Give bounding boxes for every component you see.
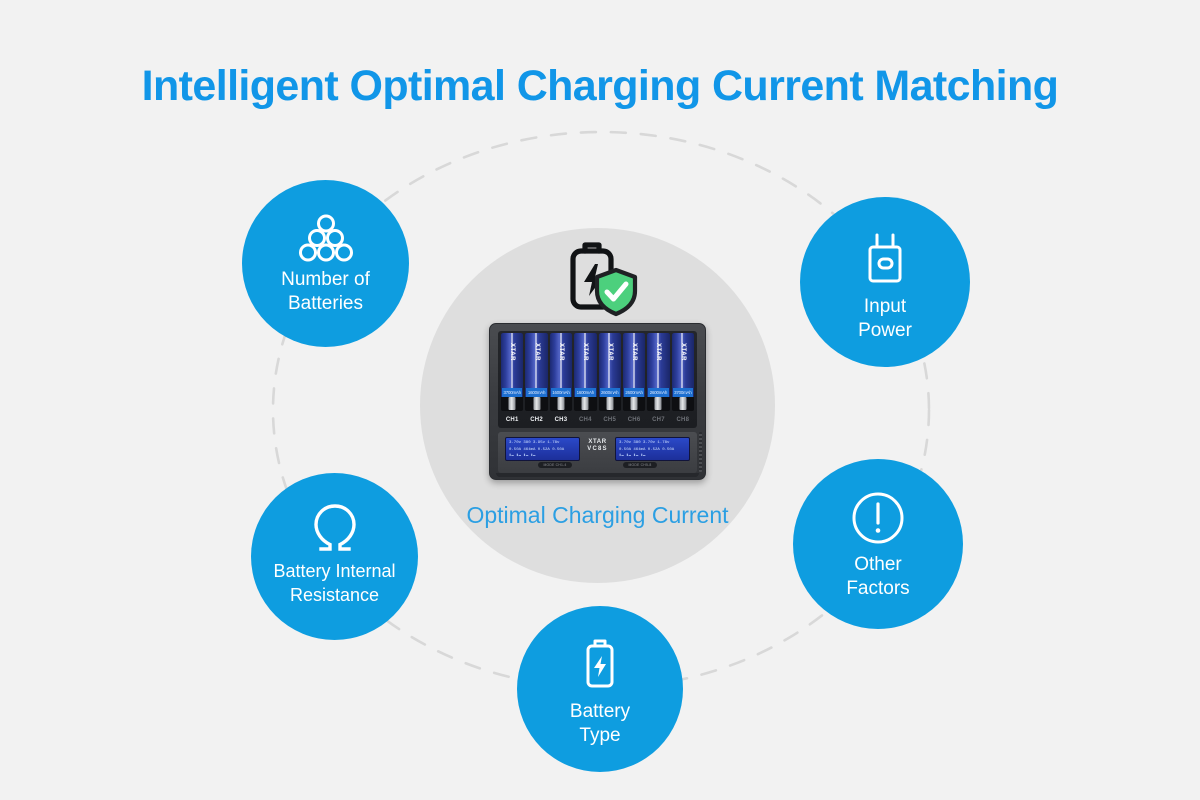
battery-stack-circles-icon [298, 214, 353, 262]
cell-terminal [606, 397, 614, 410]
channel-label-ch2: CH2 [530, 416, 543, 423]
factor-label-other-factors: Other Factors [846, 554, 910, 599]
ohm-symbol-icon [313, 504, 356, 551]
charger-vents [699, 432, 702, 472]
cell-capacity-label: 3700mAh [502, 388, 523, 397]
cell-brand: XTAR [582, 343, 589, 361]
cell-capacity-label: 2600mAh [648, 388, 669, 397]
page-title: Intelligent Optimal Charging Current Mat… [141, 62, 1059, 110]
battery-cell-ch1: XTAR 3700mAh [501, 333, 524, 411]
lcd-left-row2: 0.50A 464mA 0.52A 0.50A [509, 448, 565, 452]
cell-highlight [657, 333, 660, 397]
cell-highlight [510, 333, 513, 397]
device-brand-line2: VC8S [587, 446, 608, 452]
cell-capacity-label: 3700mAh [672, 388, 693, 397]
factor-other-factors[interactable]: Other Factors [793, 459, 963, 629]
channel-label-ch1: CH1 [505, 416, 519, 423]
lcd-left-bars: ▮▬ ▮▬ ▮▬ ▮▬ [509, 454, 536, 458]
cell-brand: XTAR [655, 343, 662, 361]
lcd-right-row1: 3.70v 380 3.70v 1.78v [619, 441, 670, 445]
cell-terminal [508, 397, 516, 410]
battery-bolt-icon [586, 639, 614, 688]
battery-shield-check-icon [570, 242, 638, 317]
channel-label-row: CH1 CH2 CH3 CH4 CH5 CH6 CH7 CH8 [501, 413, 694, 426]
channel-label-ch5: CH5 [603, 416, 616, 423]
cell-terminal [679, 397, 687, 410]
mode-button-ch1-4[interactable]: MODE CH1-4 [538, 462, 572, 468]
lcd-display-right: 3.70v 380 3.70v 1.78v 0.50A 464mA 0.52A … [615, 437, 690, 461]
charger-base [496, 473, 699, 477]
center-caption: Optimal Charging Current [466, 502, 729, 528]
cell-terminal [557, 397, 565, 410]
charger-battery-bay: XTAR 3700mAh XTAR 1600mAh XTAR 1600mAh XTAR 160… [498, 331, 697, 428]
cell-capacity-label: 2600mAh [623, 388, 645, 397]
cell-capacity-label: 1600mAh [526, 388, 547, 397]
cell-brand: XTAR [631, 343, 638, 361]
battery-cell-ch7: XTAR 2600mAh [647, 333, 670, 411]
mode-button-ch5-8[interactable]: MODE CH5-8 [623, 462, 657, 468]
lcd-left-row1: 3.70v 380 3.95v 1.78v [509, 441, 560, 445]
lcd-right-bars: ▮▬ ▮▬ ▮▬ ▮▬ [619, 454, 646, 458]
cell-terminal [581, 397, 589, 410]
cell-highlight [608, 333, 611, 397]
factor-label-battery-type: Battery Type [569, 701, 631, 746]
channel-label-ch7: CH7 [652, 416, 665, 423]
cell-highlight [632, 333, 635, 397]
factor-input-power[interactable]: Input Power [800, 197, 970, 367]
factor-battery-type[interactable]: Battery Type [517, 606, 683, 772]
channel-label-ch4: CH4 [579, 416, 592, 423]
factor-label-input-power: Input Power [858, 296, 912, 341]
device-brand-line1: XTAR [588, 439, 607, 445]
cell-capacity-label: 1600mAh [550, 388, 572, 397]
channel-label-ch3: CH3 [554, 416, 568, 423]
cell-highlight [681, 333, 684, 397]
cell-terminal [533, 397, 541, 410]
battery-cell-ch8: XTAR 3700mAh [671, 333, 694, 411]
cell-brand: XTAR [533, 343, 540, 361]
factor-label-number-of-batteries: Number of Batteries [281, 269, 370, 314]
cell-highlight [559, 333, 562, 397]
factor-label-battery-internal-resistance: Battery Internal Resistance [273, 561, 396, 605]
cell-highlight [535, 333, 538, 397]
battery-cell-ch4: XTAR 1600mAh [574, 333, 597, 411]
cell-highlight [583, 333, 586, 397]
factor-number-of-batteries[interactable]: Number of Batteries [242, 180, 409, 347]
cell-brand: XTAR [679, 343, 686, 361]
battery-cell-ch2: XTAR 1600mAh [525, 333, 548, 411]
cell-terminal [630, 397, 638, 410]
battery-cell-ch3: XTAR 1600mAh [549, 333, 573, 411]
cell-brand: XTAR [509, 343, 516, 361]
cell-brand: XTAR [606, 343, 613, 361]
cell-brand: XTAR [557, 343, 564, 361]
power-adapter-plug-icon [868, 233, 902, 283]
factor-battery-internal-resistance[interactable]: Battery Internal Resistance [251, 473, 418, 640]
channel-label-ch8: CH8 [676, 416, 690, 423]
battery-cell-ch5: XTAR 2600mAh [598, 333, 621, 411]
device-brand: XTAR VC8S [587, 439, 607, 452]
cell-terminal [654, 397, 662, 410]
cell-capacity-label: 1600mAh [575, 388, 596, 397]
exclamation-circle-icon [852, 492, 904, 544]
cell-capacity-label: 2600mAh [599, 388, 620, 397]
battery-cell-ch6: XTAR 2600mAh [622, 333, 646, 411]
channel-label-ch6: CH6 [627, 416, 641, 423]
battery-cell-row: XTAR 3700mAh XTAR 1600mAh XTAR 1600mAh XTAR 160… [501, 333, 694, 411]
lcd-right-row2: 0.50A 464mA 0.52A 0.50A [619, 448, 675, 452]
lcd-display-left: 3.70v 380 3.95v 1.78v 0.50A 464mA 0.52A … [505, 437, 580, 461]
charger-control-panel: 3.70v 380 3.95v 1.78v 0.50A 464mA 0.52A … [498, 432, 697, 473]
